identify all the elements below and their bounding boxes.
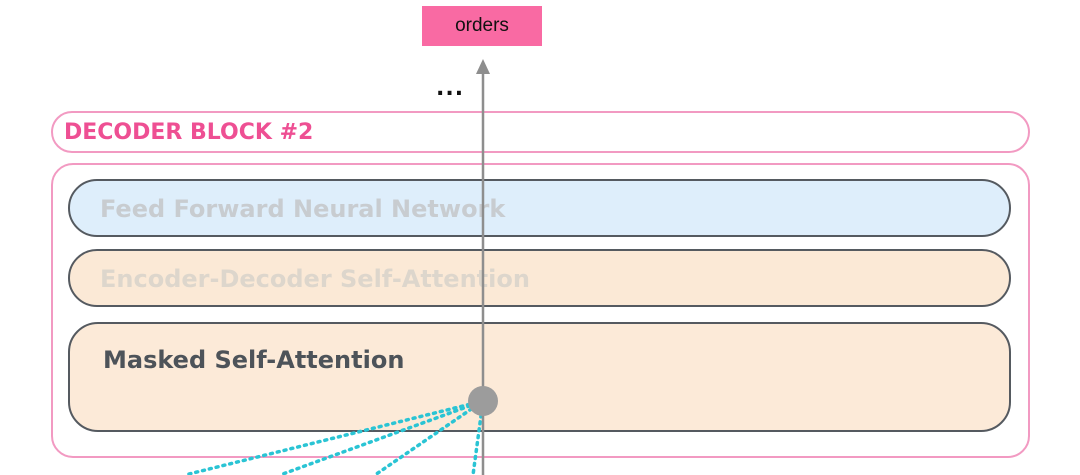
attention-lines [183, 399, 485, 475]
attention-node [468, 386, 498, 416]
ellipsis: ... [436, 76, 465, 101]
attention-line-1 [183, 399, 485, 475]
masked-self-attention-label: Masked Self-Attention [103, 346, 405, 374]
attention-line-3 [373, 399, 485, 475]
encoder-decoder-attention-label: Encoder-Decoder Self-Attention [100, 265, 530, 293]
output-arrow-head [476, 59, 490, 74]
output-token-orders: orders [422, 6, 542, 46]
decoder-block-title: DECODER BLOCK #2 [51, 111, 1030, 153]
feed-forward-layer: Feed Forward Neural Network [68, 179, 1011, 237]
attention-line-2 [278, 399, 485, 475]
feed-forward-layer-label: Feed Forward Neural Network [100, 195, 506, 223]
decoder-block-title-text: DECODER BLOCK #2 [64, 120, 314, 145]
masked-self-attention-layer: Masked Self-Attention [68, 322, 1011, 432]
encoder-decoder-attention-layer: Encoder-Decoder Self-Attention [68, 249, 1011, 307]
